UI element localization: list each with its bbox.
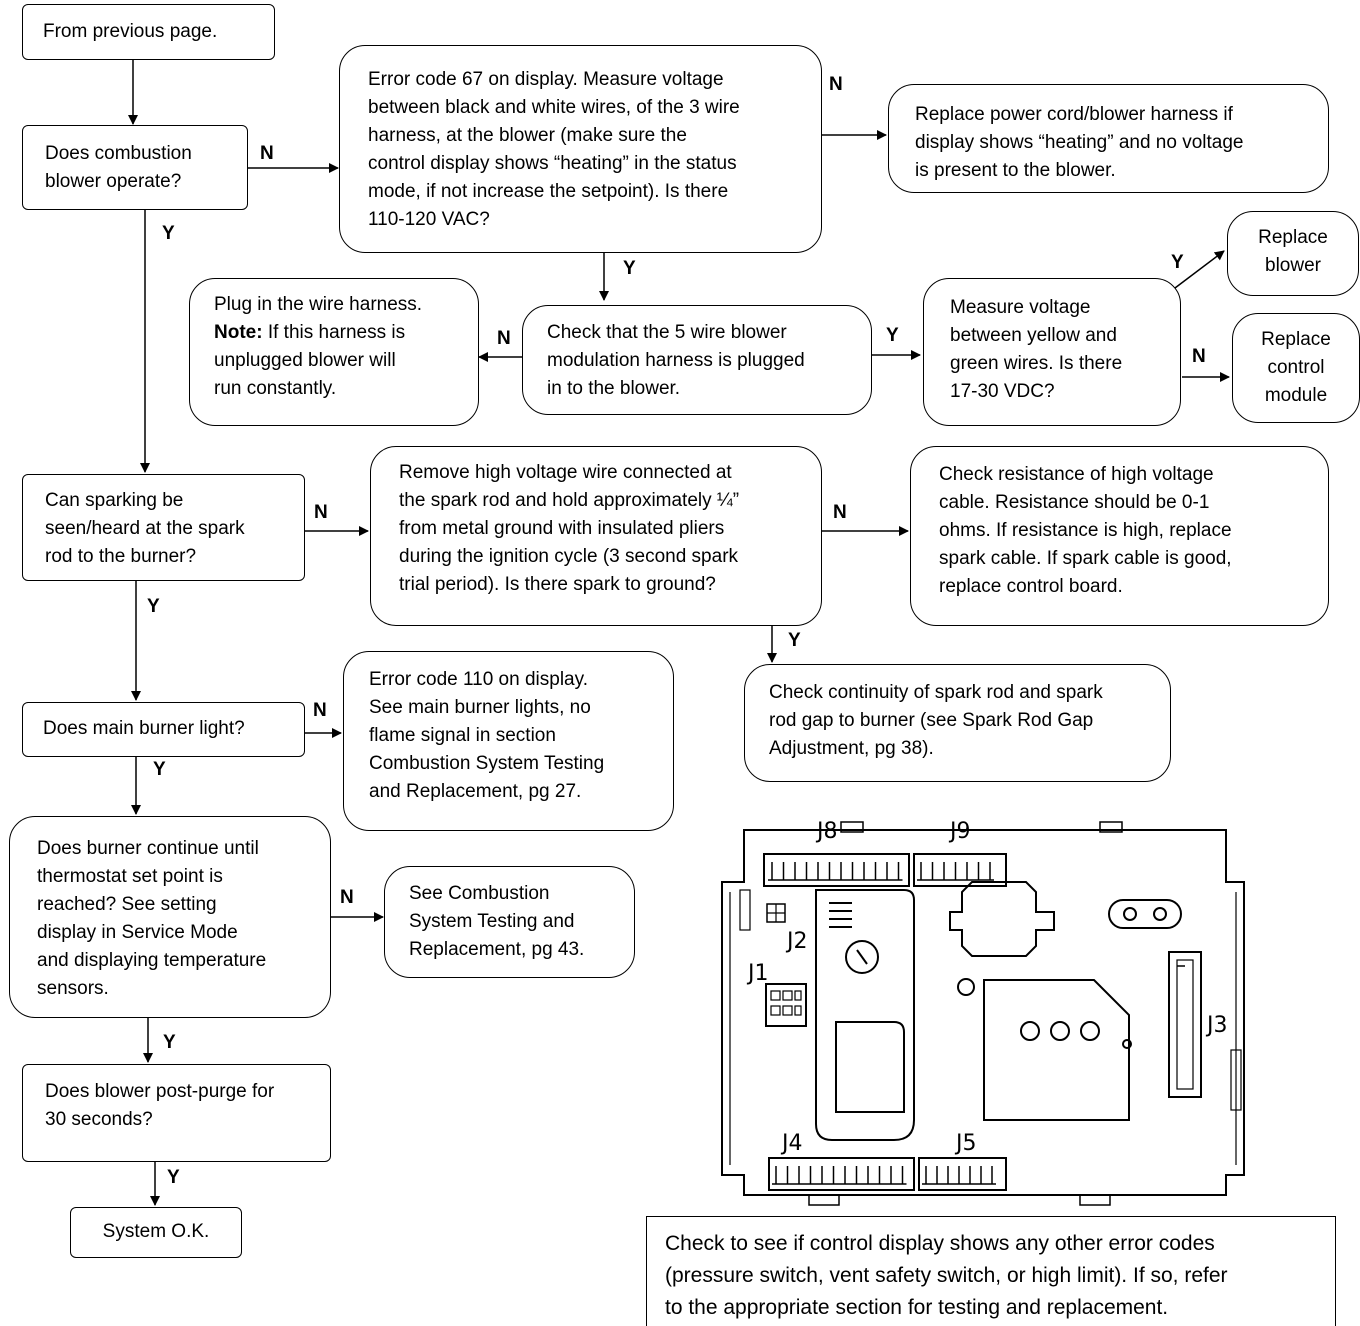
system-ok-node: System O.K. <box>70 1207 242 1258</box>
replace-control-module-text: Replace control module <box>1261 329 1331 406</box>
check-resistance-node: Check resistance of high voltage cable. … <box>910 446 1329 626</box>
j3-label: J3 <box>1205 1013 1228 1038</box>
label-yes: Y <box>163 1032 176 1053</box>
edge-measure-yes <box>1174 250 1225 289</box>
j4-label: J4 <box>780 1131 803 1156</box>
j1-connector <box>765 983 807 1027</box>
center-cover <box>815 889 915 1141</box>
replace-blower-node: Replace blower <box>1227 211 1359 296</box>
measure-yellow-green-node: Measure voltage between yellow and green… <box>923 278 1181 426</box>
check-continuity-node: Check continuity of spark rod and spark … <box>744 664 1171 782</box>
from-previous-page-node: From previous page. <box>22 4 275 60</box>
cover-window <box>835 1021 905 1113</box>
burner-continue-question: Does burner continue until thermostat se… <box>9 816 331 1018</box>
mounting-oval <box>1108 899 1182 929</box>
replace-control-module-node: Replace control module <box>1232 313 1360 423</box>
board-outline <box>721 829 1245 1196</box>
label-yes: Y <box>788 630 801 651</box>
see-combustion-node: See Combustion System Testing and Replac… <box>384 866 635 978</box>
j9-label: J9 <box>948 819 971 844</box>
label-yes: Y <box>153 759 166 780</box>
j5-connector <box>918 1157 1007 1191</box>
sparking-question: Can sparking be seen/heard at the spark … <box>22 474 305 581</box>
label-no: N <box>314 502 328 523</box>
plug-note-label: Note: <box>214 322 263 343</box>
plug-in-harness-line: Plug in the wire harness. <box>214 294 423 315</box>
j9-connector <box>913 853 1007 887</box>
see-combustion-text: See Combustion System Testing and Replac… <box>409 883 585 960</box>
error-67-node: Error code 67 on display. Measure voltag… <box>339 45 822 253</box>
check-resistance-text: Check resistance of high voltage cable. … <box>939 464 1232 597</box>
remove-hv-wire-text: Remove high voltage wire connected at th… <box>399 462 740 595</box>
j8-label: J8 <box>815 819 838 844</box>
label-yes: Y <box>167 1167 180 1188</box>
mounting-hole <box>957 978 975 996</box>
label-yes: Y <box>623 258 636 279</box>
label-no: N <box>340 887 354 908</box>
j1-label: J1 <box>746 961 769 986</box>
error-110-text: Error code 110 on display. See main burn… <box>369 669 605 802</box>
burner-continue-question-text: Does burner continue until thermostat se… <box>37 838 267 999</box>
j3-connector <box>1168 951 1202 1098</box>
combustion-blower-question: Does combustion blower operate? <box>22 125 248 210</box>
system-ok-text: System O.K. <box>102 1221 210 1242</box>
control-board-illustration: J8 J9 J2 J1 J3 J4 J5 <box>721 819 1245 1206</box>
plug-in-harness-text: Plug in the wire harness. Note: If this … <box>214 291 478 403</box>
label-yes: Y <box>886 325 899 346</box>
post-purge-question: Does blower post-purge for 30 seconds? <box>22 1064 331 1162</box>
plug-note-text: If this harness is unplugged blower will… <box>214 322 406 399</box>
socket-outline <box>949 881 1055 957</box>
check-continuity-text: Check continuity of spark rod and spark … <box>769 682 1103 759</box>
label-yes: Y <box>147 596 160 617</box>
check-5-wire-harness-node: Check that the 5 wire blower modulation … <box>522 305 872 415</box>
j5-label: J5 <box>954 1131 977 1156</box>
error-67-text: Error code 67 on display. Measure voltag… <box>368 69 740 230</box>
replace-blower-text: Replace blower <box>1258 227 1328 276</box>
label-no: N <box>829 74 843 95</box>
check-other-error-codes-note: Check to see if control display shows an… <box>646 1216 1336 1326</box>
from-previous-page-text: From previous page. <box>43 21 218 42</box>
replace-power-cord-node: Replace power cord/blower harness if dis… <box>888 84 1329 193</box>
check-other-error-codes-text: Check to see if control display shows an… <box>665 1232 1228 1319</box>
j2-label: J2 <box>785 929 808 954</box>
measure-yellow-green-text: Measure voltage between yellow and green… <box>950 297 1123 402</box>
label-yes: Y <box>1171 252 1184 273</box>
label-no: N <box>260 143 274 164</box>
label-no: N <box>833 502 847 523</box>
knob-circle <box>845 940 879 974</box>
label-no: N <box>313 700 327 721</box>
label-no: N <box>497 328 511 349</box>
combustion-blower-question-text: Does combustion blower operate? <box>45 143 192 192</box>
replace-power-cord-text: Replace power cord/blower harness if dis… <box>915 104 1244 181</box>
main-burner-question-text: Does main burner light? <box>43 718 245 739</box>
label-yes: Y <box>162 223 175 244</box>
relay-block <box>983 979 1130 1121</box>
plug-in-harness-node: Plug in the wire harness. Note: If this … <box>189 278 479 426</box>
error-110-node: Error code 110 on display. See main burn… <box>343 651 674 831</box>
post-purge-question-text: Does blower post-purge for 30 seconds? <box>45 1081 275 1130</box>
j8-connector <box>763 853 910 887</box>
sparking-question-text: Can sparking be seen/heard at the spark … <box>45 490 245 567</box>
check-5-wire-harness-text: Check that the 5 wire blower modulation … <box>547 322 805 399</box>
remove-hv-wire-node: Remove high voltage wire connected at th… <box>370 446 822 626</box>
j4-connector <box>768 1157 915 1191</box>
label-no: N <box>1192 346 1206 367</box>
main-burner-question: Does main burner light? <box>22 702 305 757</box>
